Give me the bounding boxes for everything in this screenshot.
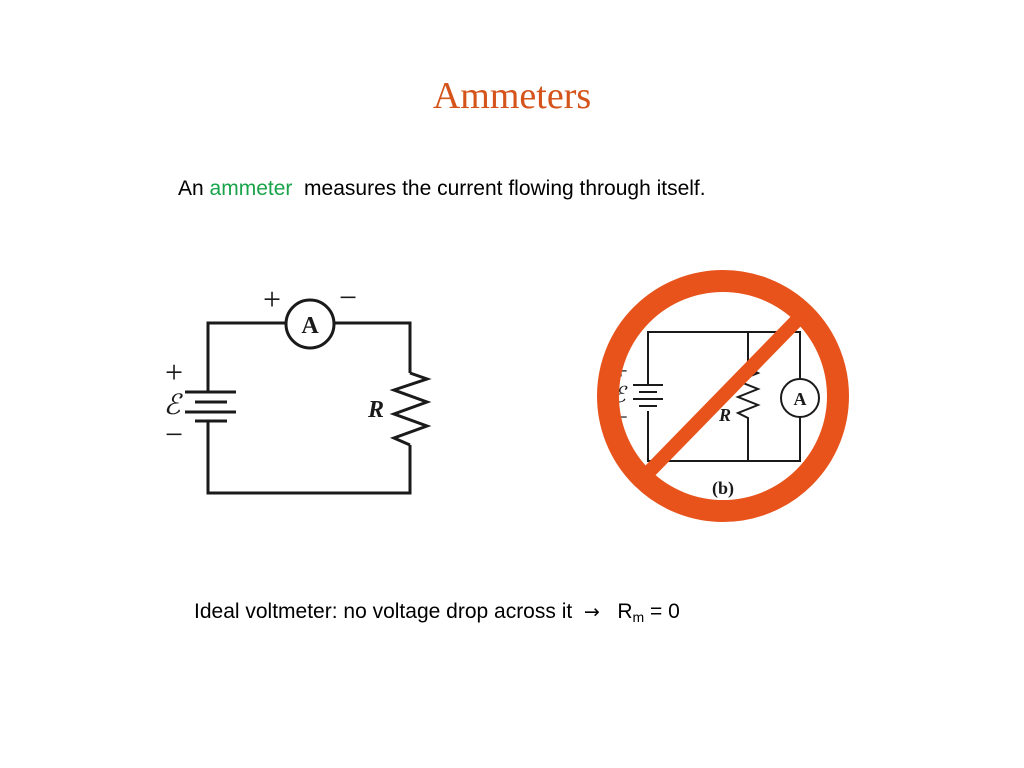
battery-minus-sign: − (165, 416, 183, 452)
slide-title: Ammeters (432, 75, 592, 117)
wire-bottom (206, 420, 412, 495)
resistance-symbol: R (617, 600, 633, 623)
ammeter-minus-sign: − (339, 280, 357, 315)
parallel-ammeter-label: A (794, 389, 807, 409)
series-ammeter-circuit: + − A + ℰ − R (164, 280, 432, 495)
implies-arrow-icon: → (583, 601, 600, 623)
no-entry-sign-icon (597, 270, 849, 522)
branch-resistor (735, 332, 761, 461)
wire-left-top (647, 331, 801, 385)
wire-left-bottom (647, 411, 801, 462)
ideal-ammeter-statement: Ideal voltmeter: no voltage drop across … (194, 597, 680, 632)
parallel-resistor-label: R (718, 405, 731, 425)
wire-top-right (334, 321, 412, 373)
ammeter-label: A (301, 313, 319, 339)
resistor-label: R (367, 397, 384, 423)
statement-text: Ideal voltmeter: no voltage drop across … (194, 600, 584, 623)
ammeter-plus-sign: + (263, 281, 281, 317)
ammeter-keyword: ammeter (209, 177, 293, 200)
definition-suffix: measures the current flowing through its… (292, 177, 706, 200)
resistance-value: = 0 (644, 600, 680, 623)
definition-prefix: An (178, 177, 210, 200)
resistor-zigzag (389, 371, 432, 447)
ammeter-definition: An ammeter measures the current flowing … (178, 174, 706, 204)
resistance-subscript: m (632, 609, 645, 625)
figure-caption: (b) (712, 478, 734, 499)
wire-top-left (206, 321, 285, 392)
parallel-ammeter-circuit-prohibited: + ℰ − R A (b) (597, 270, 849, 522)
battery-plus-sign: + (165, 354, 183, 390)
emf-symbol: ℰ (164, 390, 184, 421)
parallel-ammeter-circle (780, 378, 820, 418)
